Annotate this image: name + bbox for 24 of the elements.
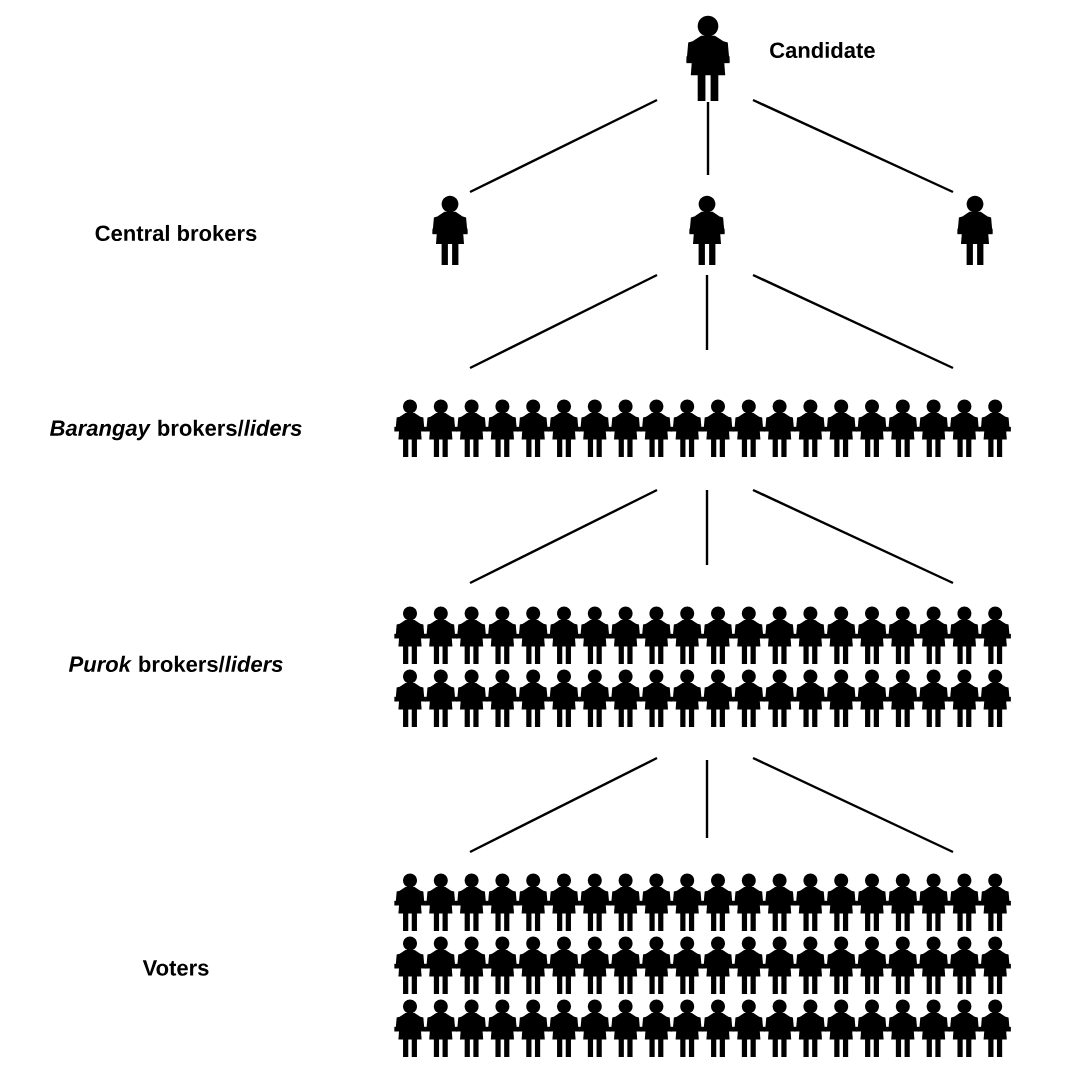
connector-line (469, 98, 658, 194)
connector-line (705, 275, 709, 350)
level-label: Purok brokers/liders (68, 655, 283, 673)
figure-caption: Candidate (770, 41, 875, 59)
level-label: Barangay brokers/liders (50, 419, 302, 441)
level-label: Voters (142, 960, 209, 976)
person-icon (957, 195, 993, 265)
person-icon (686, 15, 730, 101)
person-icon (689, 195, 725, 265)
connector-line (706, 102, 710, 175)
connector-line (469, 273, 658, 370)
connector-line (752, 273, 954, 370)
connector-line (752, 756, 954, 854)
crowd-drawing (394, 873, 1011, 1057)
crowd-drawing (394, 399, 1011, 457)
connector-line (705, 760, 709, 838)
connector-line (469, 756, 658, 854)
connector-line (469, 488, 658, 585)
level-label: Central brokers (95, 224, 257, 242)
person-icon (432, 195, 468, 265)
crowd-drawing (394, 606, 1011, 727)
connector-line (752, 98, 954, 194)
connector-line (705, 490, 709, 565)
connector-line (752, 488, 954, 585)
